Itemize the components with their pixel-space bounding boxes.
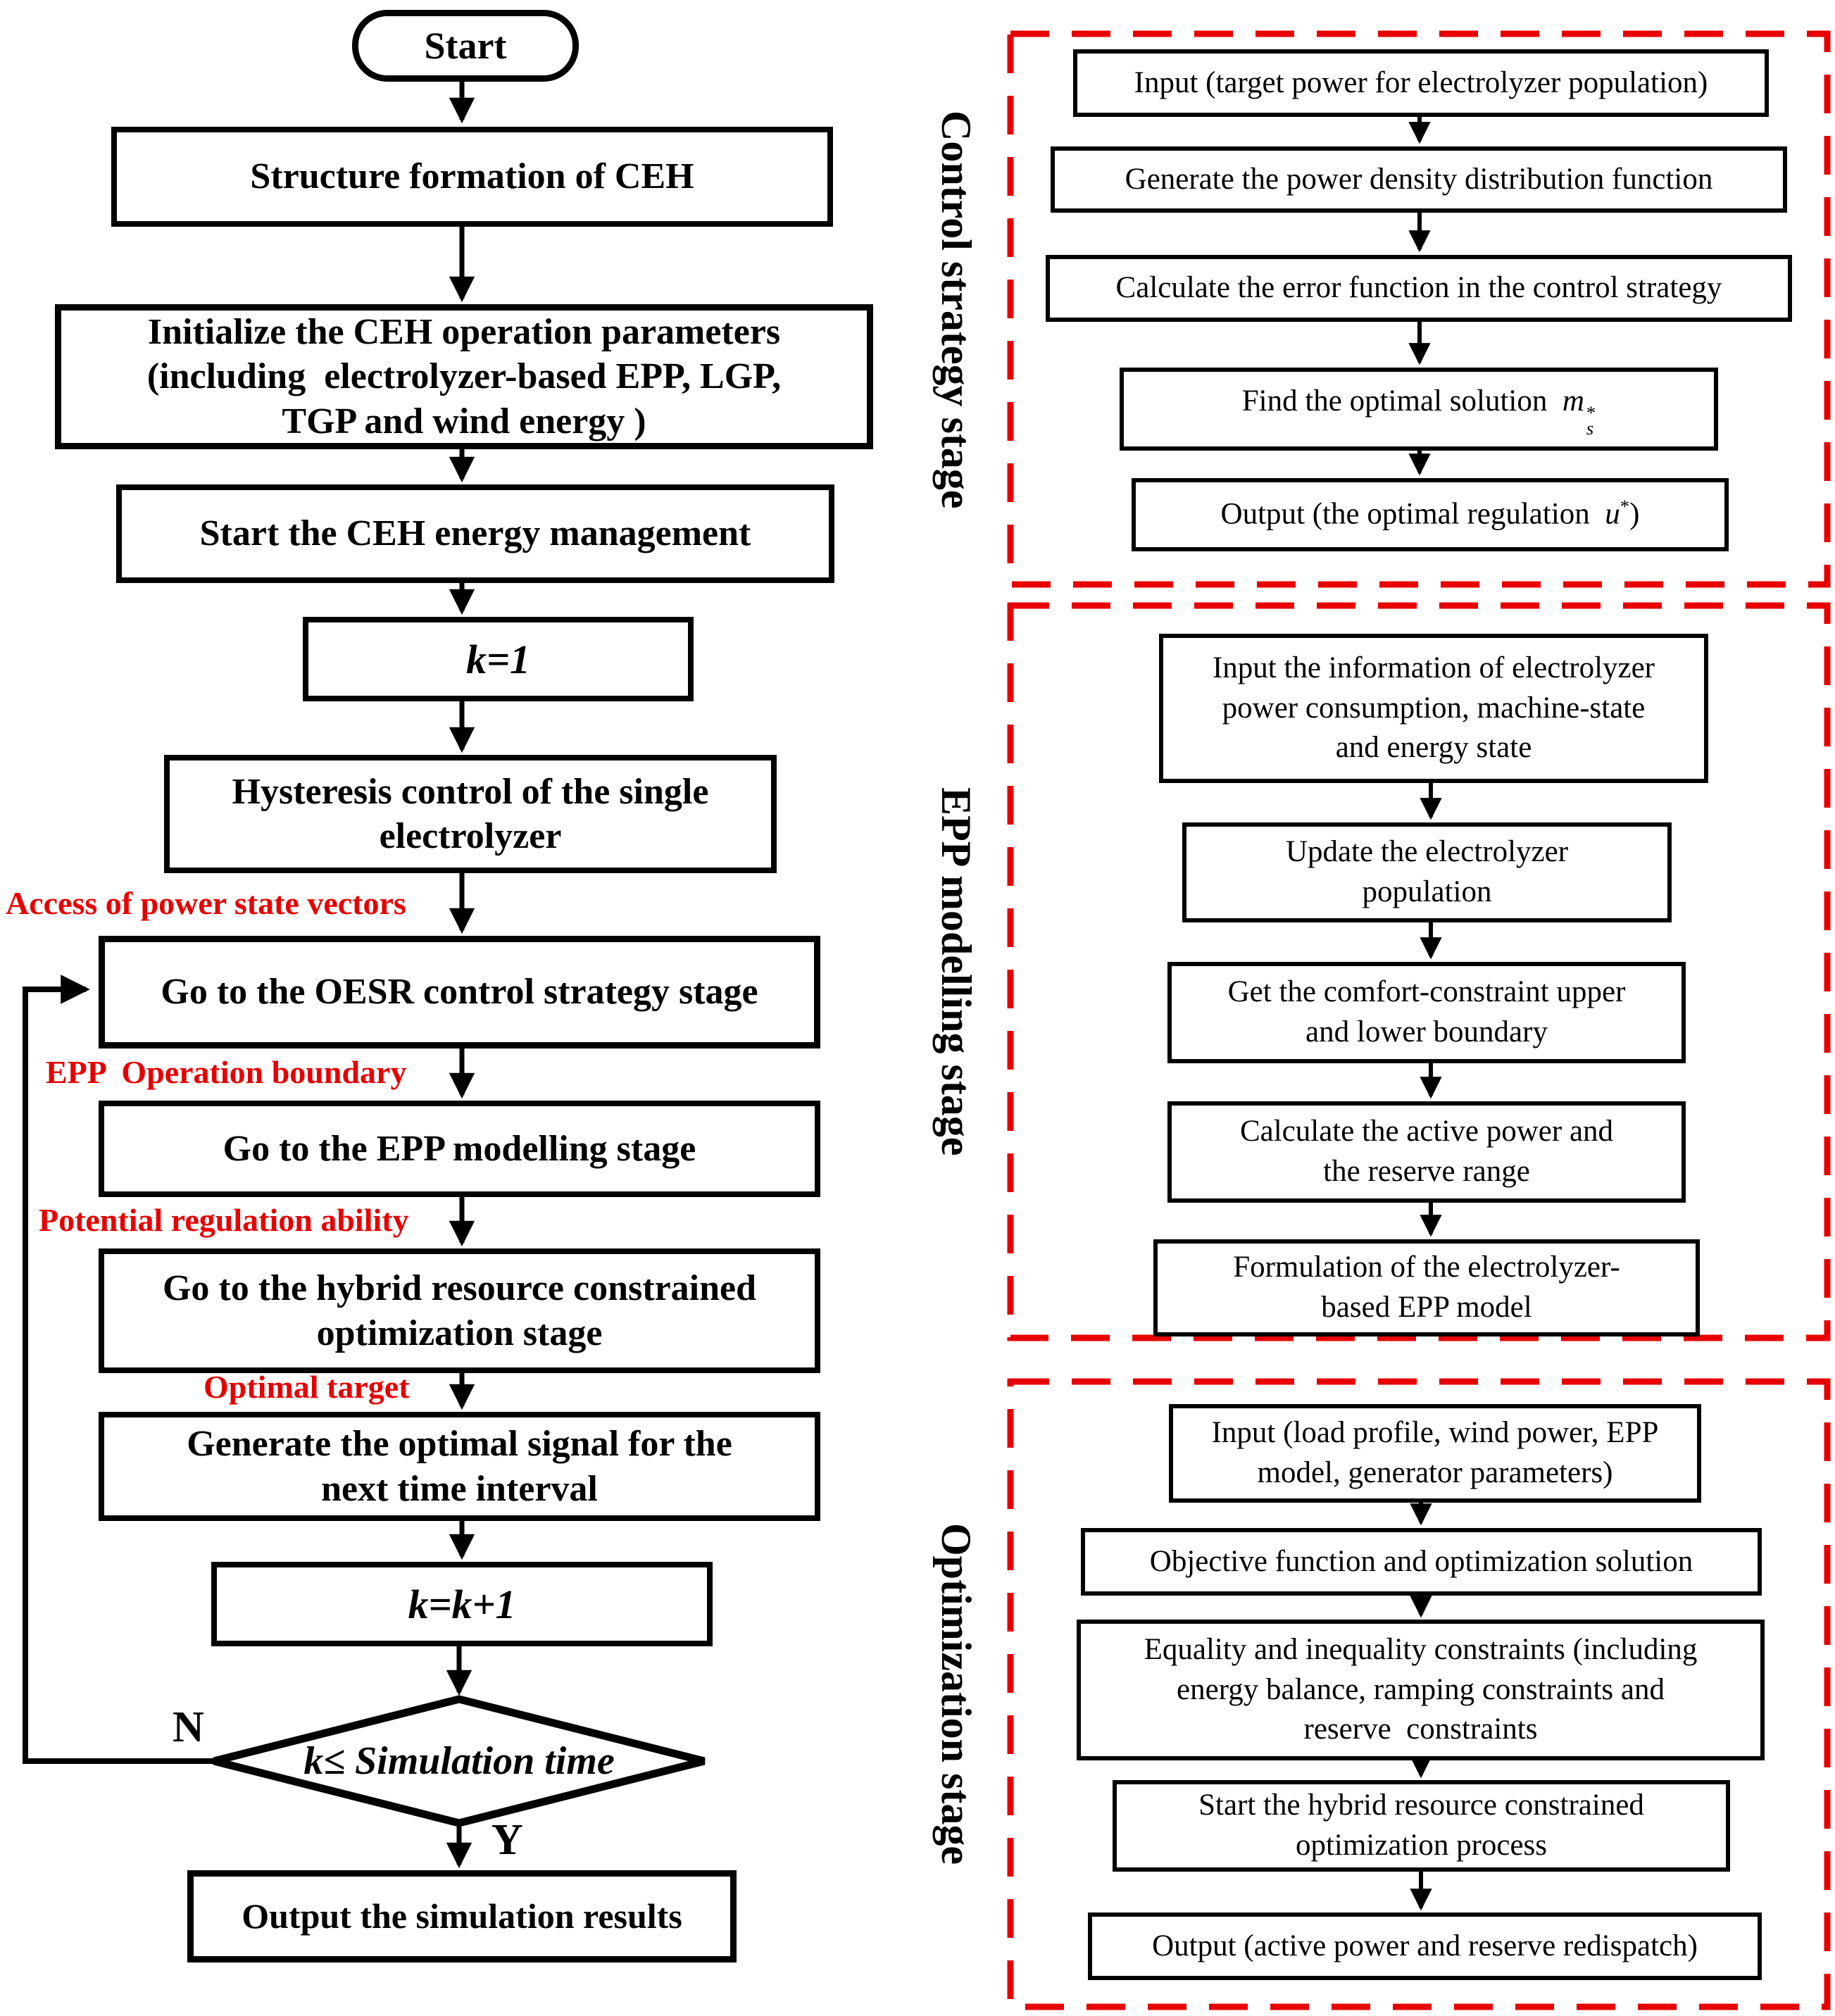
stage1-box-generate-pdf: Generate the power density distribution … bbox=[1051, 146, 1787, 213]
stage2-box-comfort-constraint: Get the comfort-constraint upper and low… bbox=[1167, 962, 1686, 1063]
branch-no-label: N bbox=[173, 1703, 204, 1751]
branch-yes-label: Y bbox=[491, 1816, 523, 1864]
stage3-box-start-optimization: Start the hybrid resource constrained op… bbox=[1113, 1780, 1730, 1872]
go-epp-modelling-box: Go to the EPP modelling stage bbox=[99, 1101, 820, 1197]
go-oesr-box: Go to the OESR control strategy stage bbox=[99, 936, 820, 1048]
stage1-box-find-solution: Find the optimal solution m*s bbox=[1120, 368, 1718, 451]
math-var-u: u bbox=[1605, 497, 1620, 531]
stage3-box-constraints: Equality and inequality constraints (inc… bbox=[1077, 1620, 1765, 1760]
initialize-parameters-box: Initialize the CEH operation parameters … bbox=[55, 304, 873, 449]
generate-signal-box: Generate the optimal signal for the next… bbox=[99, 1412, 820, 1521]
stage1-dashed-border bbox=[1007, 30, 1831, 588]
stage1-box-output-regulation: Output (the optimal regulation u*) bbox=[1132, 478, 1729, 551]
stage3-box-objective: Objective function and optimization solu… bbox=[1081, 1528, 1762, 1596]
k-increment-box: k=k+1 bbox=[211, 1562, 713, 1646]
structure-formation-box: Structure formation of CEH bbox=[111, 127, 833, 227]
decision-diamond bbox=[213, 1695, 706, 1827]
stage2-dashed-border bbox=[1007, 602, 1831, 1341]
edge-label-optimal-target: Optimal target bbox=[203, 1369, 410, 1405]
decision-label: k≤ Simulation time bbox=[303, 1739, 615, 1783]
edge-label-access: Access of power state vectors bbox=[6, 885, 406, 921]
start-node: Start bbox=[352, 10, 579, 82]
stage2-title: EPP modelling stage bbox=[933, 787, 979, 1156]
stage2-box-active-power: Calculate the active power and the reser… bbox=[1167, 1101, 1686, 1203]
math-supsub: *s bbox=[1586, 401, 1596, 439]
left-flow-arrows bbox=[446, 82, 475, 1869]
output-results-box: Output the simulation results bbox=[187, 1870, 737, 1962]
start-energy-management-box: Start the CEH energy management bbox=[116, 484, 834, 583]
edge-label-regulation: Potential regulation ability bbox=[39, 1202, 409, 1238]
stage2-box-input-info: Input the information of electrolyzer po… bbox=[1159, 634, 1708, 783]
k-init-box: k=1 bbox=[303, 617, 694, 701]
hysteresis-control-box: Hysteresis control of the single electro… bbox=[164, 755, 777, 873]
stage1-box-input: Input (target power for electrolyzer pop… bbox=[1073, 49, 1769, 117]
loop-back-connector bbox=[23, 975, 214, 1764]
stage3-box-input: Input (load profile, wind power, EPP mod… bbox=[1169, 1404, 1701, 1503]
stage3-dashed-border bbox=[1007, 1378, 1831, 2010]
stage1-box-error-function: Calculate the error function in the cont… bbox=[1046, 255, 1792, 322]
stage1-title: Control strategy stage bbox=[933, 111, 979, 509]
stage2-box-epp-model: Formulation of the electrolyzer- based E… bbox=[1153, 1239, 1700, 1336]
go-hybrid-optimization-box: Go to the hybrid resource constrained op… bbox=[99, 1248, 820, 1373]
edge-label-epp-boundary: EPP Operation boundary bbox=[46, 1054, 407, 1090]
stage2-box-update-population: Update the electrolyzer population bbox=[1182, 822, 1672, 922]
start-label: Start bbox=[424, 25, 507, 67]
stage3-box-output: Output (active power and reserve redispa… bbox=[1088, 1912, 1762, 1980]
math-var-m: m bbox=[1562, 384, 1584, 418]
stage3-title: Optimization stage bbox=[933, 1522, 979, 1865]
